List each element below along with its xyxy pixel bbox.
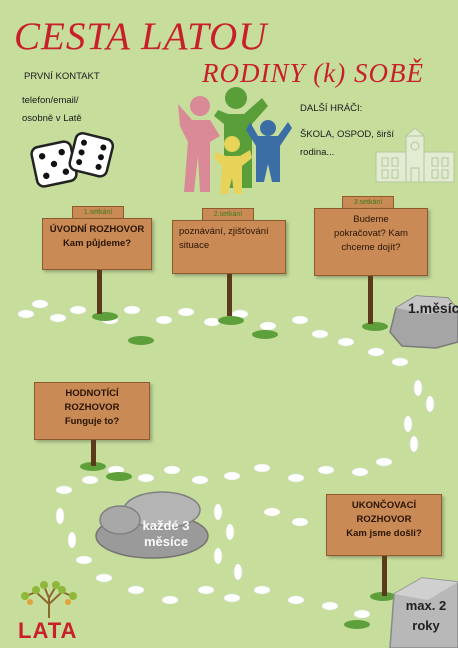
- school-icon: [375, 128, 455, 183]
- sign2-line2: situace: [179, 240, 210, 251]
- contact-heading: PRVNÍ KONTAKT: [24, 71, 100, 82]
- grass-tuft: [362, 322, 388, 331]
- grass-tuft: [106, 472, 132, 481]
- contact-line2: osobně v Latě: [22, 113, 82, 124]
- players-line1: ŠKOLA, OSPOD, širší: [300, 129, 394, 140]
- sign4-line2: ROZHOVOR: [64, 402, 120, 413]
- rock-max-2-roky: [389, 577, 458, 648]
- sign-hodnotici-rozhovor: HODNOTÍCÍ ROZHOVOR Funguje to?: [34, 382, 150, 440]
- rock2-line1: každé 3: [142, 518, 190, 533]
- sign3-line1: Budeme: [353, 214, 389, 225]
- sign4-line3: Funguje to?: [64, 416, 120, 427]
- title-line1: CESTA LATOU: [14, 15, 268, 58]
- sign1-post: [97, 270, 102, 314]
- sign3-line3: chceme dojít?: [341, 242, 401, 253]
- sign4-post: [91, 440, 96, 466]
- sign1-line2: Kam půjdeme?: [62, 238, 132, 249]
- rock2-line2: měsíce: [143, 534, 189, 549]
- sign3-line2: pokračovat? Kam: [334, 228, 408, 239]
- grass-tuft: [80, 462, 106, 471]
- rock2-label: každé 3 měsíce: [128, 518, 204, 550]
- sign-budeme-pokracovat: Budeme pokračovat? Kam chceme dojít?: [314, 208, 428, 276]
- grass-tuft: [128, 336, 154, 345]
- sign5-post: [382, 556, 387, 596]
- grass-tuft: [252, 330, 278, 339]
- sign2-line1: poznávání, zjišťování: [179, 226, 269, 237]
- grass-tuft: [92, 312, 118, 321]
- sign5-line2: ROZHOVOR: [356, 514, 412, 525]
- dice-icon: [30, 131, 114, 188]
- sign1-line1: ÚVODNÍ ROZHOVOR: [49, 224, 145, 235]
- grass-tuft: [218, 316, 244, 325]
- grass-tuft: [370, 592, 396, 601]
- lata-logo-text: LATA: [18, 618, 78, 643]
- grass-tuft: [344, 620, 370, 629]
- sign-uvodni-rozhovor: ÚVODNÍ ROZHOVOR Kam půjdeme?: [42, 218, 152, 270]
- players-heading: DALŠÍ HRÁČI:: [300, 103, 363, 114]
- rock1-label: 1.měsíc: [408, 300, 458, 316]
- rock3-label: max. 2 roky: [396, 596, 456, 636]
- sign-ukoncovaci-rozhovor: UKONČOVACÍ ROZHOVOR Kam jsme došli?: [326, 494, 442, 556]
- lata-tree-icon: [21, 581, 77, 618]
- family-icon: [178, 87, 292, 194]
- rock-kazde-3-mesice: [95, 491, 209, 559]
- sign5-line3: Kam jsme došli?: [346, 528, 422, 539]
- contact-line1: telefon/email/: [22, 95, 79, 106]
- players-line2: rodina...: [300, 147, 335, 158]
- rock-1-mesic: [389, 295, 458, 349]
- rock3-line2: roky: [412, 618, 440, 633]
- title-line2: RODINY (k) SOBĚ: [202, 58, 424, 88]
- sign3-tag: 3.setkání: [342, 196, 394, 210]
- sign2-post: [227, 274, 232, 316]
- sign-poznavani: poznávání, zjišťování situace: [172, 220, 286, 274]
- sign4-line1: HODNOTÍCÍ: [65, 388, 119, 399]
- sign5-line1: UKONČOVACÍ: [351, 500, 417, 511]
- rock3-line1: max. 2: [405, 598, 447, 613]
- sign3-post: [368, 276, 373, 324]
